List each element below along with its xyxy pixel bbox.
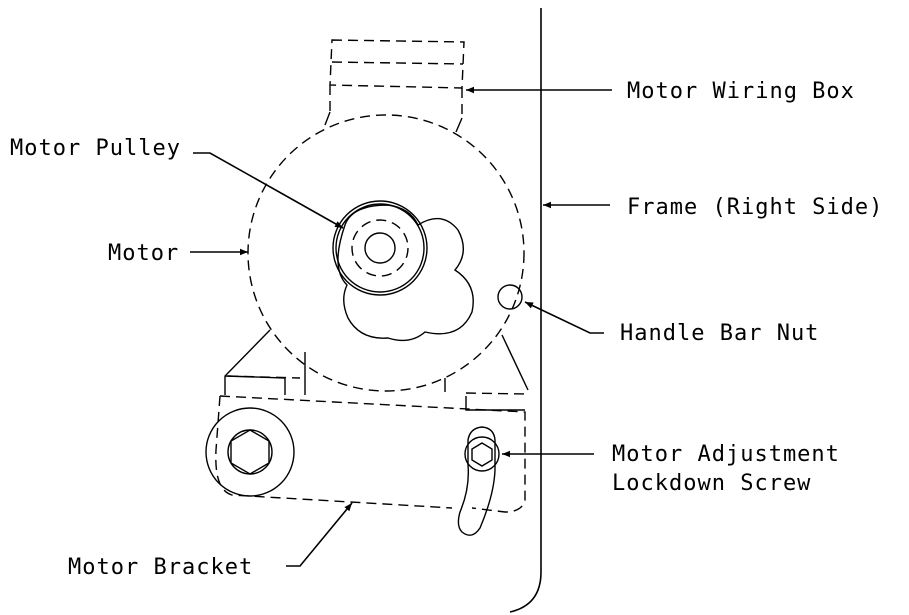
label-motor-adjustment: Motor Adjustment bbox=[612, 442, 840, 467]
label-frame-right-side: Frame (Right Side) bbox=[627, 195, 883, 220]
motor-pulley bbox=[332, 200, 428, 296]
label-motor-pulley: Motor Pulley bbox=[10, 136, 181, 161]
handle-bar-nut bbox=[497, 284, 523, 310]
label-lockdown-screw: Lockdown Screw bbox=[612, 471, 811, 496]
label-motor: Motor bbox=[108, 241, 179, 266]
label-handle-bar-nut: Handle Bar Nut bbox=[620, 321, 819, 346]
motor-wiring-box bbox=[324, 39, 465, 133]
motor-body bbox=[247, 114, 525, 392]
frame-right-side bbox=[509, 8, 542, 613]
label-motor-wiring-box: Motor Wiring Box bbox=[627, 79, 855, 104]
bracket-hex-bolt bbox=[205, 407, 295, 497]
leader-lines bbox=[190, 86, 612, 567]
motor-bracket bbox=[215, 395, 526, 513]
label-motor-bracket: Motor Bracket bbox=[68, 555, 253, 580]
motor-pulley-housing bbox=[337, 204, 474, 342]
motor-mount-legs bbox=[224, 329, 529, 411]
motor-adjustment-lockdown-screw bbox=[457, 426, 500, 536]
